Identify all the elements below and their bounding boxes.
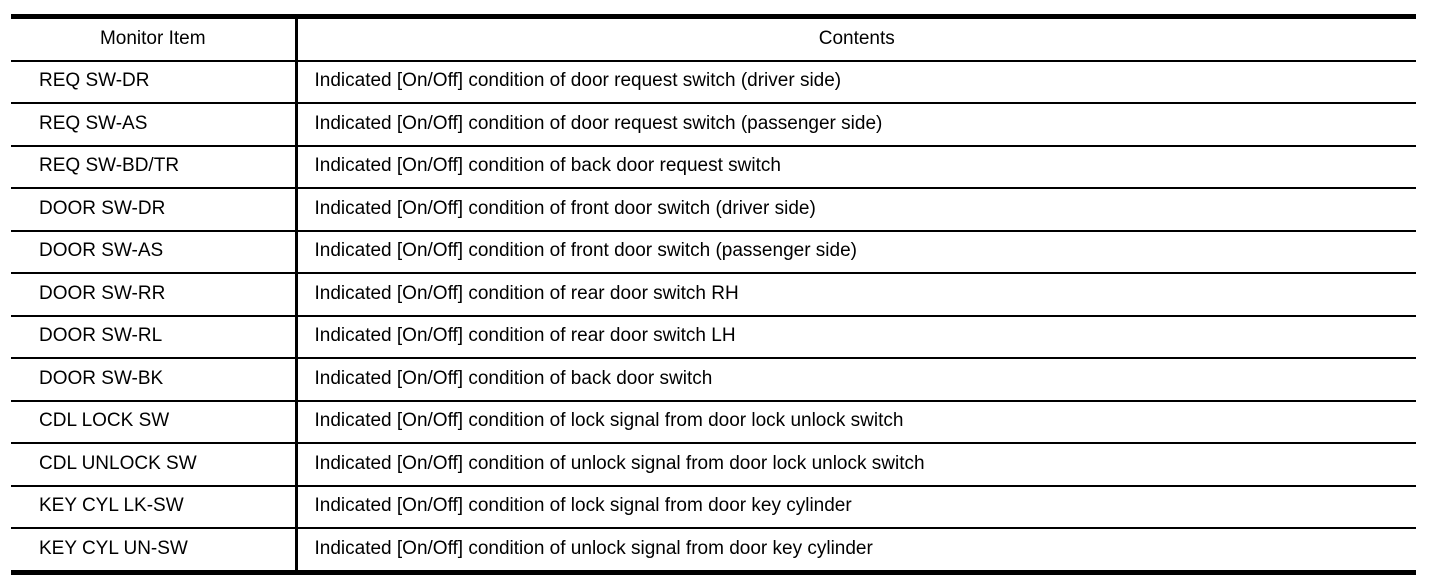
- contents-cell: Indicated [On/Off] condition of door req…: [296, 60, 1416, 104]
- monitor-item-cell: DOOR SW-RL: [11, 315, 298, 359]
- column-header-contents: Contents: [296, 16, 1416, 62]
- monitor-item-cell: REQ SW-AS: [11, 103, 298, 147]
- contents-cell: Indicated [On/Off] condition of door req…: [296, 103, 1416, 147]
- table-row: REQ SW-BD/TR Indicated [On/Off] conditio…: [11, 145, 1416, 189]
- contents-cell: Indicated [On/Off] condition of lock sig…: [296, 400, 1416, 444]
- contents-cell: Indicated [On/Off] condition of unlock s…: [314, 537, 873, 559]
- contents-cell: Indicated [On/Off] condition of unlock s…: [296, 443, 1416, 487]
- table-header-row: Monitor Item Contents: [11, 16, 1416, 62]
- contents-cell: Indicated [On/Off] condition of front do…: [296, 188, 1416, 232]
- column-header-monitor-item: Monitor Item: [11, 16, 298, 62]
- table-row: DOOR SW-DR Indicated [On/Off] condition …: [11, 188, 1416, 232]
- contents-cell: Indicated [On/Off] condition of back doo…: [296, 358, 1416, 402]
- monitor-item-cell: DOOR SW-DR: [11, 188, 298, 232]
- monitor-item-cell: KEY CYL UN-SW: [11, 528, 298, 572]
- table-row: DOOR SW-RL Indicated [On/Off] condition …: [11, 315, 1416, 359]
- monitor-item-cell: KEY CYL LK-SW: [11, 485, 298, 529]
- monitor-item-cell: DOOR SW-AS: [11, 230, 298, 274]
- contents-cell: Indicated [On/Off] condition of back doo…: [296, 145, 1416, 189]
- table-row: DOOR SW-RR Indicated [On/Off] condition …: [11, 273, 1416, 317]
- monitor-item-cell: CDL UNLOCK SW: [11, 443, 298, 487]
- monitor-item-table: Monitor Item Contents REQ SW-DR Indicate…: [11, 14, 1416, 575]
- monitor-item-cell: CDL LOCK SW: [11, 400, 298, 444]
- table-row: DOOR SW-BK Indicated [On/Off] condition …: [11, 358, 1416, 402]
- table-row: CDL LOCK SW Indicated [On/Off] condition…: [11, 400, 1416, 444]
- table-row: REQ SW-DR Indicated [On/Off] condition o…: [11, 60, 1416, 104]
- monitor-item-cell: REQ SW-BD/TR: [11, 145, 298, 189]
- table-row: REQ SW-AS Indicated [On/Off] condition o…: [11, 103, 1416, 147]
- monitor-item-cell: DOOR SW-RR: [11, 273, 298, 317]
- monitor-item-cell: DOOR SW-BK: [11, 358, 298, 402]
- contents-cell: Indicated [On/Off] condition of front do…: [296, 230, 1416, 274]
- contents-cell: Indicated [On/Off] condition of rear doo…: [296, 273, 1416, 317]
- monitor-item-cell: REQ SW-DR: [11, 60, 298, 104]
- table-row: KEY CYL LK-SW Indicated [On/Off] conditi…: [11, 485, 1416, 529]
- contents-cell: Indicated [On/Off] condition of rear doo…: [296, 315, 1416, 359]
- table-row: DOOR SW-AS Indicated [On/Off] condition …: [11, 230, 1416, 274]
- table-row: KEY CYL UN-SW Indicated [On/Off] conditi…: [11, 528, 1416, 572]
- table-row: CDL UNLOCK SW Indicated [On/Off] conditi…: [11, 443, 1416, 487]
- contents-cell: Indicated [On/Off] condition of lock sig…: [296, 485, 1416, 529]
